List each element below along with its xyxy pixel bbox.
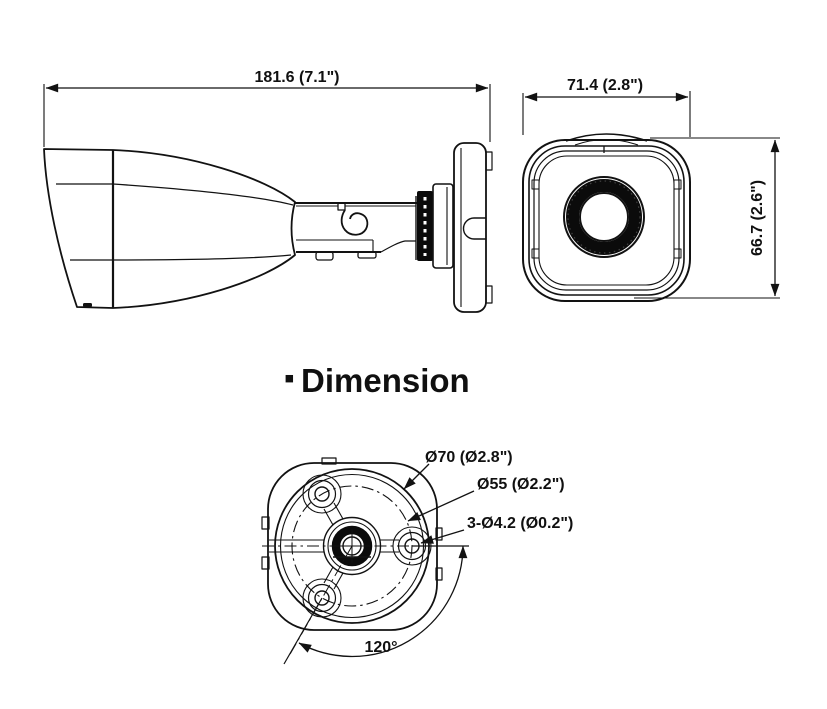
camera-front-face xyxy=(522,133,691,302)
page-title: Dimension xyxy=(301,362,470,399)
section-title: ▪ Dimension xyxy=(284,362,470,399)
front-view-height-dimension: 66.7 (2.6") xyxy=(634,137,780,299)
hole-angle-dimension: 120° xyxy=(283,545,469,665)
base-collar xyxy=(432,183,454,269)
front-view-width-dimension: 71.4 (2.8") xyxy=(522,77,691,137)
hole-angle-label: 120° xyxy=(364,639,397,656)
diameter-callouts: Ø70 (Ø2.8") Ø55 (Ø2.2") 3-Ø4.2 (Ø0.2") xyxy=(403,449,573,544)
side-view-drawing: 181.6 (7.1") xyxy=(43,69,493,313)
mounting-arm xyxy=(294,196,418,261)
front-height-label: 66.7 (2.6") xyxy=(749,180,766,256)
screw-hole-top-left xyxy=(302,474,344,526)
front-width-label: 71.4 (2.8") xyxy=(567,77,643,94)
title-bullet: ▪ xyxy=(284,362,295,395)
front-view-drawing: 71.4 (2.8") 66.7 (2.6") xyxy=(522,77,780,302)
side-view-length-dimension: 181.6 (7.1") xyxy=(43,69,491,147)
base-view-drawing: 120° Ø70 (Ø2.8") Ø55 (Ø2.2") 3-Ø4.2 (Ø0.… xyxy=(261,449,573,665)
mounting-holes-label: 3-Ø4.2 (Ø0.2") xyxy=(467,515,573,532)
knurled-ring xyxy=(417,191,433,261)
model-marking xyxy=(83,303,92,307)
outer-diameter-label: Ø70 (Ø2.8") xyxy=(425,449,513,466)
camera-side-body xyxy=(43,148,296,309)
bolt-circle-label: Ø55 (Ø2.2") xyxy=(477,476,565,493)
side-length-label: 181.6 (7.1") xyxy=(255,69,340,86)
mounting-base-side xyxy=(453,142,493,313)
lens-ring xyxy=(563,176,645,258)
